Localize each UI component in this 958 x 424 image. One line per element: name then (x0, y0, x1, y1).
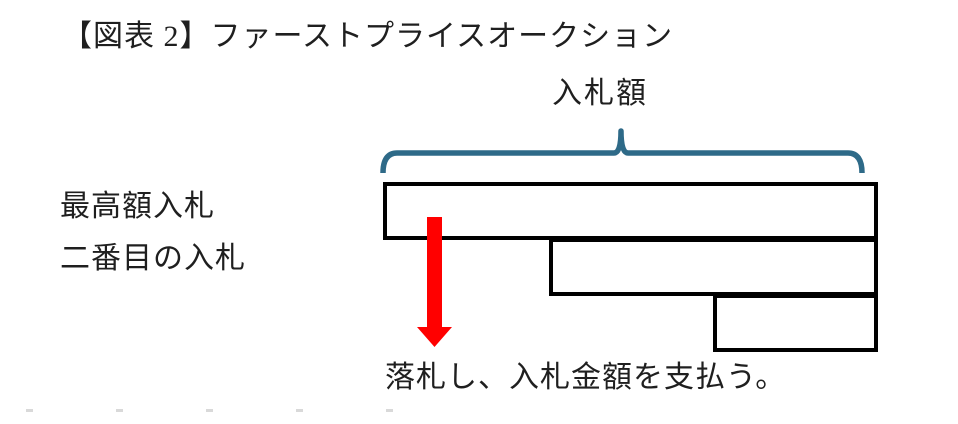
second-bid-bar (549, 238, 878, 296)
bid-amount-label: 入札額 (552, 77, 648, 110)
highest-bid-bar (383, 182, 878, 240)
page-edge-artifact (116, 409, 123, 412)
page-edge-artifact (206, 409, 213, 412)
figure-title: 【図表 2】ファーストプライスオークション (62, 20, 674, 53)
page-edge-artifact (386, 409, 393, 412)
result-caption: 落札し、入札金額を支払う。 (385, 361, 787, 394)
page-edge-artifact (26, 409, 33, 412)
third-bid-bar (713, 294, 878, 352)
highest-bid-label: 最高額入札 (60, 190, 215, 223)
page-edge-artifact (296, 409, 303, 412)
second-bid-label: 二番目の入札 (60, 242, 246, 275)
horizontal-brace-icon (380, 128, 865, 174)
